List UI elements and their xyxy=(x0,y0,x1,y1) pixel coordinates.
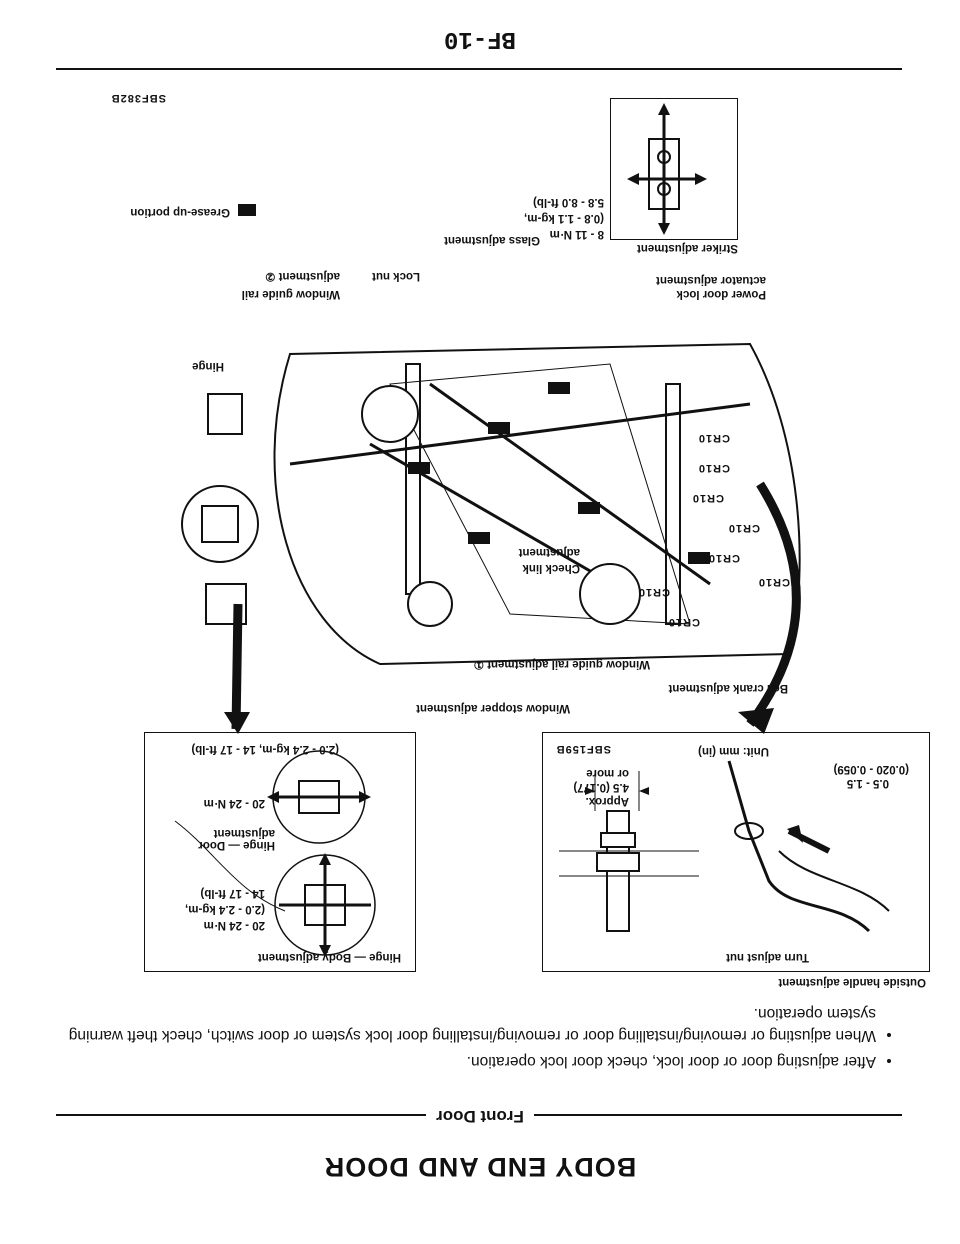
hinge-body-label: Hinge — Body adjustment xyxy=(257,951,401,963)
figure-code-small: SBF159B xyxy=(555,743,611,755)
striker-torque-ft: 5.8 - 8.0 ft-lb) xyxy=(533,196,604,208)
instruction-list: After adjusting door or door lock, check… xyxy=(34,998,894,1072)
approx-or-more: or more xyxy=(586,767,629,779)
cr-label: CR10 xyxy=(697,432,730,444)
approx-label: Approx. xyxy=(585,795,629,807)
grease-legend-swatch xyxy=(238,204,256,216)
striker-torque-kg: (0.8 - 1.1 kg-m, xyxy=(524,212,604,224)
window-guide-2-label-2: adjustment ② xyxy=(265,270,340,282)
hinge-torque1-ft: 14 - 17 ft-lb) xyxy=(200,887,265,899)
striker-adjustment-box xyxy=(610,98,738,240)
striker-title: Striker adjustment xyxy=(637,242,738,254)
power-door-lock-label-2: actuator adjustment xyxy=(656,274,766,286)
bell-crank-label: Bell crank adjustment xyxy=(668,682,788,694)
cr-label: CR10 xyxy=(667,616,700,628)
grease-legend-label: Grease-up portion xyxy=(130,206,230,218)
window-stopper-label: Window stopper adjustment xyxy=(416,702,570,714)
check-link-label-2: adjustment xyxy=(518,546,580,558)
cr-label: CR10 xyxy=(727,522,760,534)
lock-nut-label: Lock nut xyxy=(372,270,420,282)
hinge-label: Hinge xyxy=(192,360,224,372)
window-guide-2-label: Window guide rail xyxy=(241,288,340,300)
page-number: BF-10 xyxy=(444,25,517,52)
hinge-drawing xyxy=(174,750,376,957)
cr-label: CR10 xyxy=(691,492,724,504)
cr-label: CR10 xyxy=(757,576,790,588)
hinge-detail-drawing xyxy=(181,393,259,625)
hinge-torque2-all: (2.0 - 2.4 kg-m, 14 - 17 ft-lb) xyxy=(191,743,339,755)
outside-handle-box: Turn adjust nut Approx. 4.5 (0.177) or m… xyxy=(542,732,930,972)
hinge-torque1-nm: 20 - 24 N·m xyxy=(203,919,265,931)
check-link-label: Check link xyxy=(522,562,580,574)
cr-label: CR10 xyxy=(707,552,740,564)
instruction-item: When adjusting or removing/installing do… xyxy=(34,1002,876,1046)
door-diagram-svg xyxy=(273,342,801,666)
approx-value: 4.5 (0.177) xyxy=(573,781,629,793)
hinge-adjustment-box: Hinge — Body adjustment 20 - 24 N·m (2.0… xyxy=(144,732,416,972)
unit-label: Unit: mm (in) xyxy=(698,745,769,757)
striker-torque-nm: 8 - 11 N·m xyxy=(549,228,604,240)
turn-adjust-nut-label: Turn adjust nut xyxy=(726,951,809,963)
page-title: BODY END AND DOOR xyxy=(323,1152,637,1182)
window-guide-1-label: Window guide rail adjustment ① xyxy=(473,658,650,670)
door-diagram xyxy=(230,324,810,684)
footer-rule xyxy=(56,68,902,70)
dimension-mm: 0.5 - 1.5 xyxy=(846,777,889,789)
dimension-in: (0.020 - 0.059) xyxy=(833,763,909,775)
section-title: Front Door xyxy=(426,1107,534,1126)
figure-code: SBF382B xyxy=(110,92,166,104)
outside-handle-title: Outside handle adjustment xyxy=(778,976,926,988)
cr-label: CR10 xyxy=(697,462,730,474)
hinge-torque2-nm: 20 - 24 N·m xyxy=(203,797,265,809)
power-door-lock-label: Power door lock xyxy=(676,288,766,300)
hinge-torque1-kg: (2.0 - 2.4 kg-m, xyxy=(185,903,265,915)
hinge-door-label: Hinge — Door adjustment xyxy=(198,827,275,851)
striker-drawing xyxy=(627,103,707,235)
cr-label: CR10 xyxy=(637,586,670,598)
outside-handle-drawing xyxy=(559,760,890,933)
glass-adjustment-label: Glass adjustment xyxy=(444,234,540,246)
instruction-item: After adjusting door or door lock, check… xyxy=(34,1050,876,1072)
section-heading: Front Door xyxy=(0,1106,960,1126)
